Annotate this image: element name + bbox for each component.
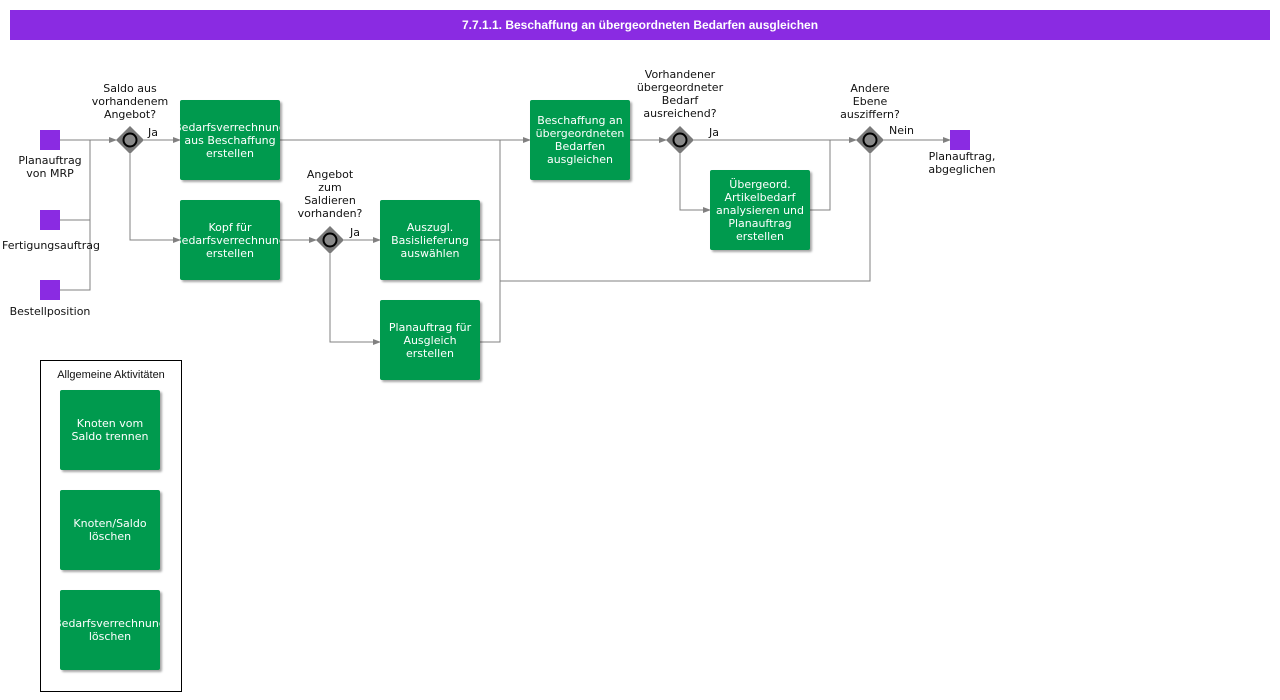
start-event-bestellposition-label: Bestellposition [9,305,91,318]
gateway-saldo[interactable] [115,125,145,155]
task-planauftrag-ausgleich-label: Planauftrag für Ausgleich erstellen [388,320,472,360]
gateway-saldo-label: Saldo aus vorhandenem Angebot? [91,82,169,121]
task-artikelbedarf-analysieren[interactable]: Übergeord. Artikelbedarf analysieren und… [710,170,810,250]
flow-saldo-nein [129,154,181,243]
gateway-angebot-label: Angebot zum Saldieren vorhanden? [297,168,363,220]
gateway-andere-ebene-label: Andere Ebene ausziffern? [840,82,900,121]
task-beschaffung-ausgleichen[interactable]: Beschaffung an übergeordneten Bedarfen a… [530,100,630,180]
flow-uebergeord-merge [810,140,831,211]
legend-title: Allgemeine Aktivitäten [57,369,165,381]
legend-task-knoten-loeschen[interactable]: Knoten/Saldo löschen [60,490,160,570]
flow-label-ja-vorhandener: Ja [709,126,719,139]
task-planauftrag-ausgleich[interactable]: Planauftrag für Ausgleich erstellen [380,300,480,380]
task-beschaffung-ausgleichen-label: Beschaffung an übergeordneten Bedarfen a… [535,114,625,166]
task-basislieferung-auswaehlen-label: Auszugl. Basislieferung auswählen [391,220,469,260]
task-basislieferung-auswaehlen[interactable]: Auszugl. Basislieferung auswählen [380,200,480,280]
start-event-fertigungsauftrag[interactable] [40,210,60,230]
flow-planausgleich-merge [480,140,501,343]
diagram-title: 7.7.1.1. Beschaffung an übergeordneten B… [10,10,1270,40]
task-artikelbedarf-analysieren-label: Übergeord. Artikelbedarf analysieren und… [715,177,805,243]
end-event-planauftrag-label: Planauftrag, abgeglichen [928,150,996,176]
gateway-vorhandener-bedarf-label: Vorhandener übergeordneter Bedarf ausrei… [636,68,724,120]
task-bedarfsverrechnung-erstellen[interactable]: Bedarfsverrechnung aus Beschaffung erste… [180,100,280,180]
legend-task-knoten-trennen[interactable]: Knoten vom Saldo trennen [60,390,160,470]
flow-label-ja-angebot: Ja [350,226,360,239]
legend-allgemeine-aktivitaeten: Allgemeine Aktivitäten Knoten vom Saldo … [40,360,182,692]
task-kopf-erstellen-label: Kopf für Bedarfsverrechnung erstellen [180,220,280,260]
legend-task-knoten-trennen-label: Knoten vom Saldo trennen [71,417,149,443]
start-event-planauftrag-label: Planauftrag von MRP [18,154,82,180]
start-event-fertigungsauftrag-label: Fertigungsauftrag [2,239,100,252]
task-kopf-erstellen[interactable]: Kopf für Bedarfsverrechnung erstellen [180,200,280,280]
flow-vorhandener-nein [679,154,711,213]
flow-auszugl-merge [480,140,501,241]
end-event-planauftrag[interactable] [950,130,970,150]
start-event-bestellposition[interactable] [40,280,60,300]
start-event-planauftrag[interactable] [40,130,60,150]
legend-task-bedarfsverrechnung-loeschen-label: Bedarfsverrechnung löschen [60,617,160,643]
gateway-vorhandener-bedarf[interactable] [665,125,695,155]
flow-andere-loop [500,154,871,282]
legend-task-bedarfsverrechnung-loeschen[interactable]: Bedarfsverrechnung löschen [60,590,160,670]
gateway-angebot[interactable] [315,225,345,255]
legend-task-knoten-loeschen-label: Knoten/Saldo löschen [73,517,147,543]
flow-bestell-merge [60,140,91,291]
gateway-andere-ebene[interactable] [855,125,885,155]
flow-fertigung-merge [60,140,91,221]
task-bedarfsverrechnung-erstellen-label: Bedarfsverrechnung aus Beschaffung erste… [180,120,280,160]
flow-label-ja-saldo: Ja [148,126,158,139]
flow-label-nein: Nein [889,124,915,137]
flow-angebot-nein [329,254,381,345]
